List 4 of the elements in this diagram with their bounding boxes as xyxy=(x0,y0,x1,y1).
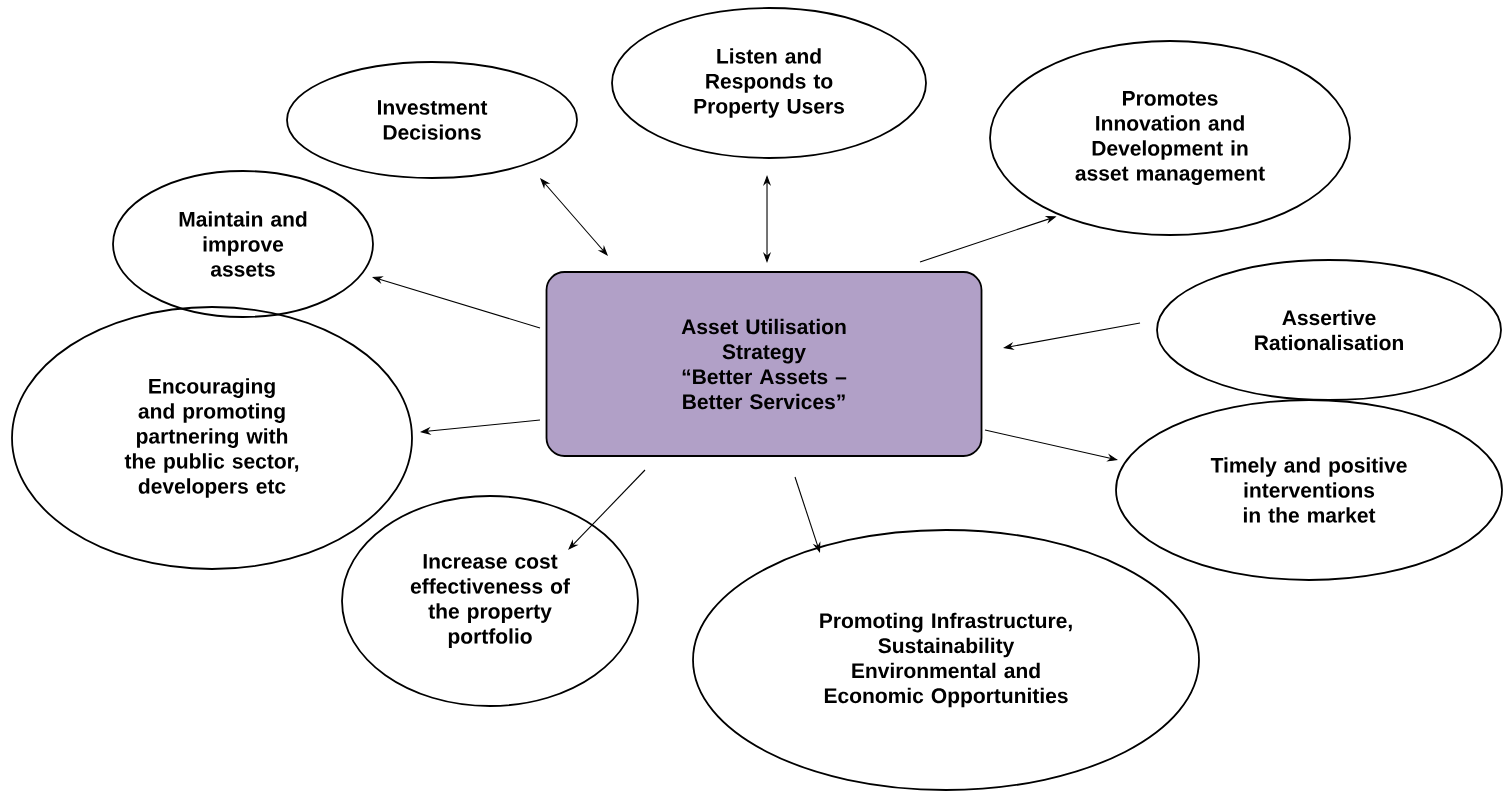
arrow xyxy=(794,476,821,553)
arrow xyxy=(568,469,646,550)
arrow xyxy=(540,178,608,256)
strategy-box: Asset Utilisation Strategy “Better Assets – Better Services” xyxy=(545,271,983,457)
